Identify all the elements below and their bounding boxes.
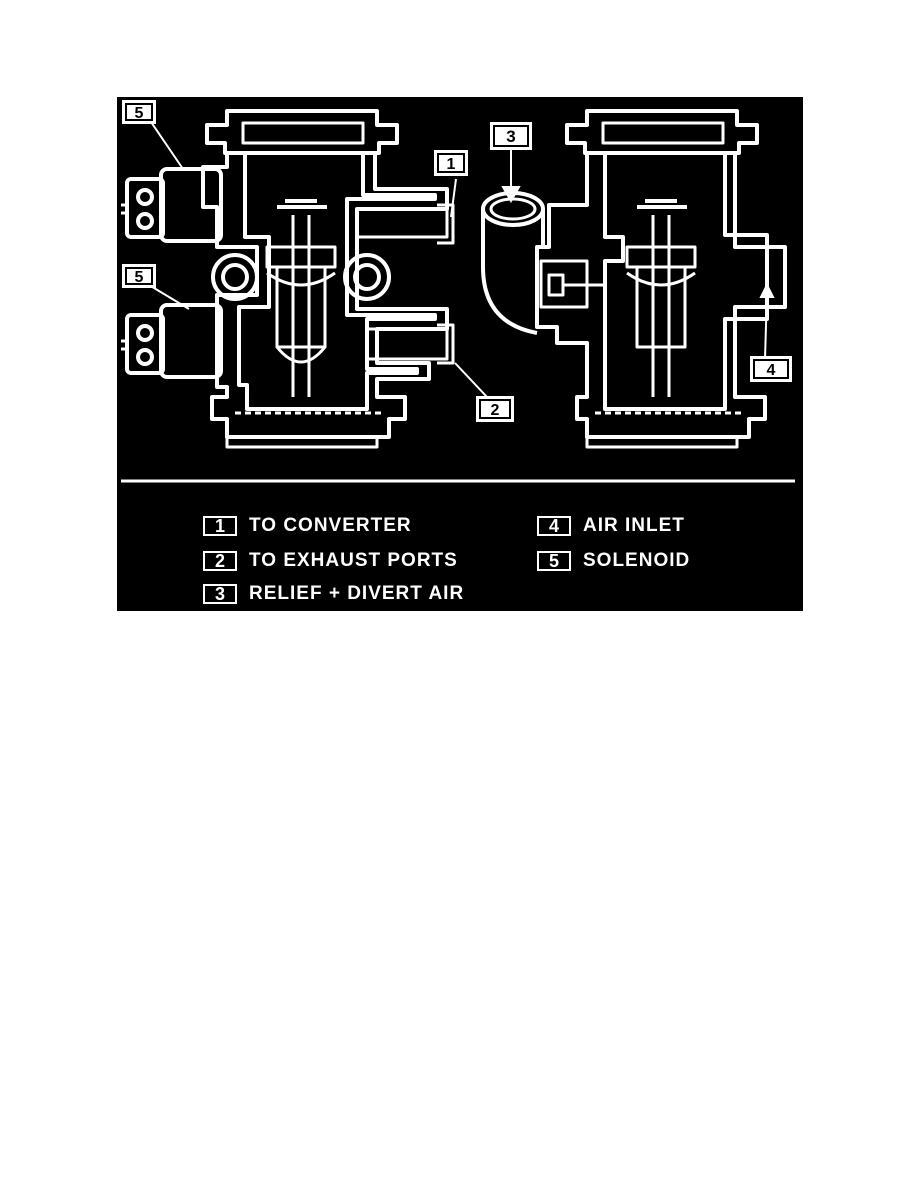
right-valve-body [481, 109, 787, 449]
legend-label-4: AIR INLET [583, 515, 685, 536]
valve-diagram: 5 5 1 2 3 4 1 TO CONVERTER [117, 97, 803, 611]
legend-label-2: TO EXHAUST PORTS [249, 550, 458, 571]
legend-number-2: 2 [203, 551, 237, 571]
legend-number-5: 5 [537, 551, 571, 571]
callout-2-number: 2 [491, 402, 500, 419]
diagram-art: 5 5 1 2 3 4 [121, 100, 795, 483]
callout-5-lower-number: 5 [135, 269, 144, 286]
callout-5-upper-number: 5 [135, 105, 144, 122]
callout-1: 1 [434, 150, 468, 176]
callout-5-upper: 5 [122, 100, 156, 124]
legend-label-3: RELIEF + DIVERT AIR [249, 583, 465, 604]
legend-item-4: 4 AIR INLET [537, 514, 685, 538]
callout-3-number: 3 [506, 127, 515, 146]
callout-4: 4 [750, 356, 792, 382]
legend-item-5: 5 SOLENOID [537, 549, 690, 573]
legend-number-4: 4 [537, 516, 571, 536]
left-valve-body [201, 109, 455, 449]
callout-5-lower: 5 [122, 264, 156, 288]
lower-solenoid [121, 303, 223, 379]
legend-label-1: TO CONVERTER [249, 515, 412, 536]
callout-1-number: 1 [447, 156, 456, 173]
callout-4-number: 4 [767, 362, 776, 379]
callout-2: 2 [476, 396, 514, 422]
legend-number-3: 3 [203, 584, 237, 604]
legend-item-3: 3 RELIEF + DIVERT AIR [203, 582, 464, 606]
legend-number-1: 1 [203, 516, 237, 536]
callout-3: 3 [490, 122, 532, 150]
legend-item-1: 1 TO CONVERTER [203, 514, 412, 538]
legend-item-2: 2 TO EXHAUST PORTS [203, 549, 458, 573]
upper-solenoid [121, 167, 223, 243]
legend-label-5: SOLENOID [583, 550, 691, 571]
